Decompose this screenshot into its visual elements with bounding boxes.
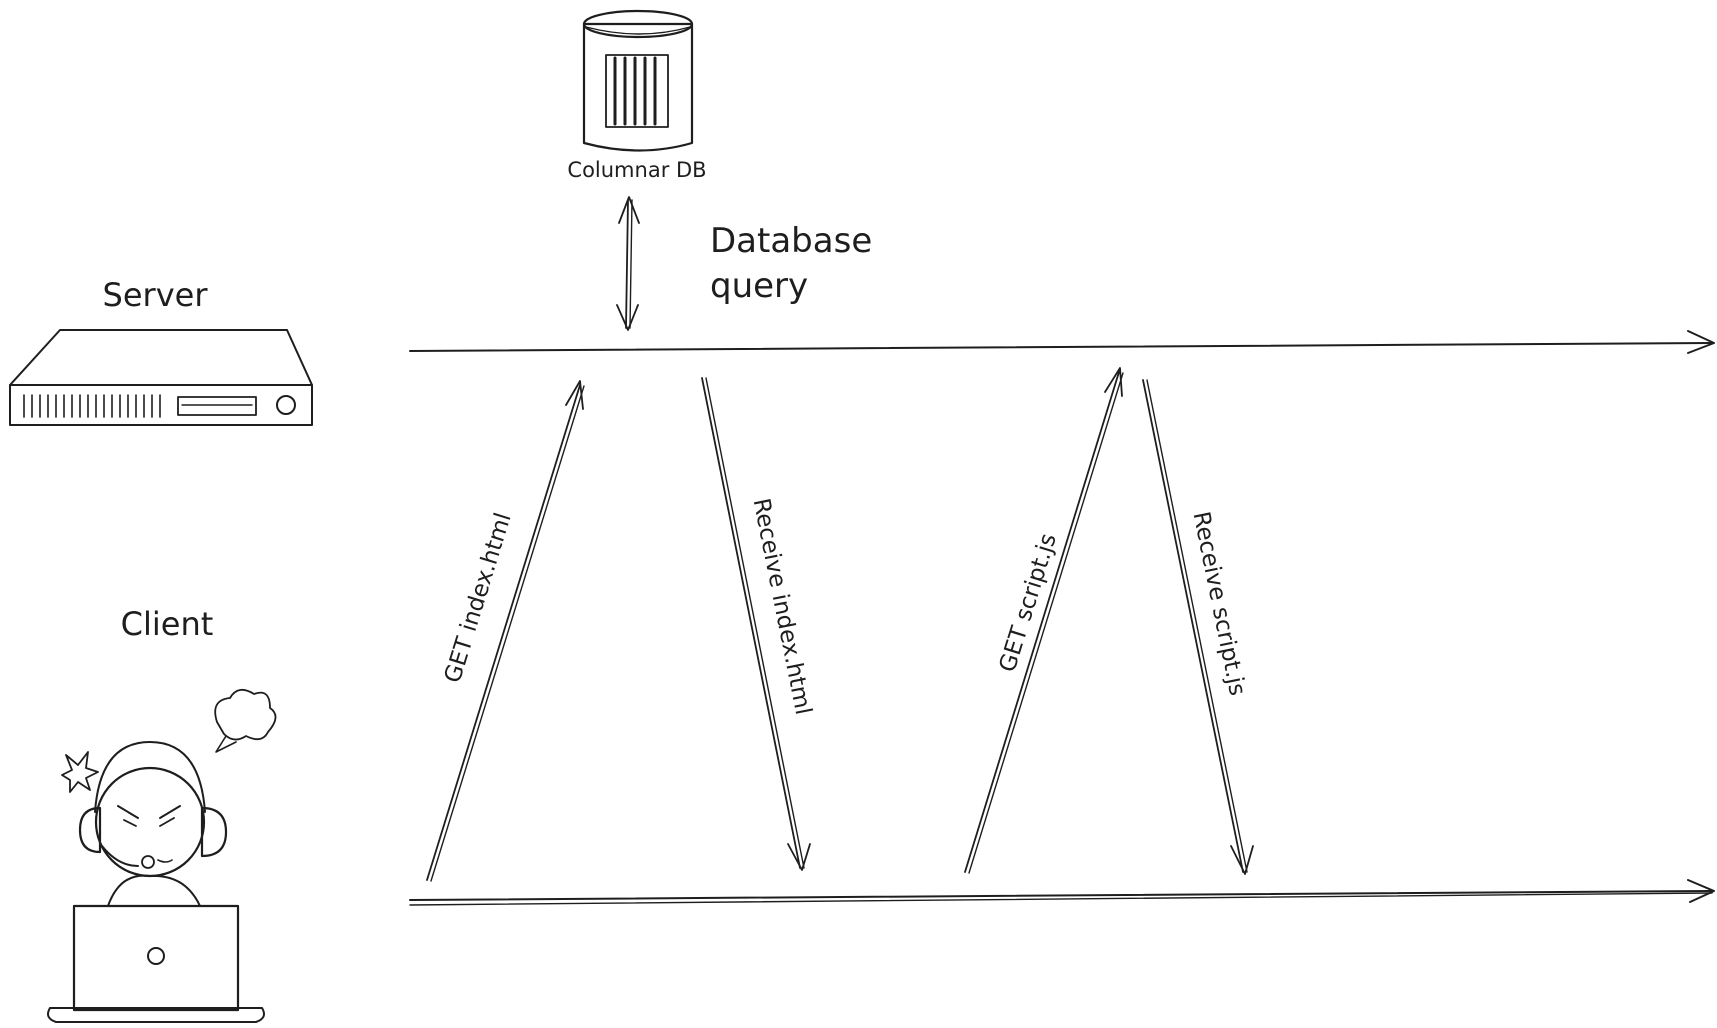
get-script-arrow [964, 367, 1124, 874]
db-query-label-line1: Database [710, 221, 872, 261]
server-label: Server [103, 276, 209, 314]
database-label: Columnar DB [567, 158, 706, 182]
server-timeline-arrow [409, 330, 1715, 354]
get-index-arrow [426, 380, 585, 882]
receive-script-arrow [1142, 379, 1254, 875]
db-query-arrow [616, 196, 640, 331]
receive-index-label: Receive index.html [748, 496, 817, 717]
database-icon [582, 9, 694, 152]
client-label: Client [121, 605, 214, 643]
client-timeline-arrow [409, 879, 1715, 906]
receive-index-arrow [701, 377, 811, 871]
receive-script-label: Receive script.js [1187, 509, 1250, 698]
get-index-label: GET index.html [440, 510, 517, 686]
server-rack-icon [9, 329, 313, 426]
db-query-label-line2: query [710, 266, 808, 306]
angry-user-at-laptop-icon [47, 688, 277, 1023]
